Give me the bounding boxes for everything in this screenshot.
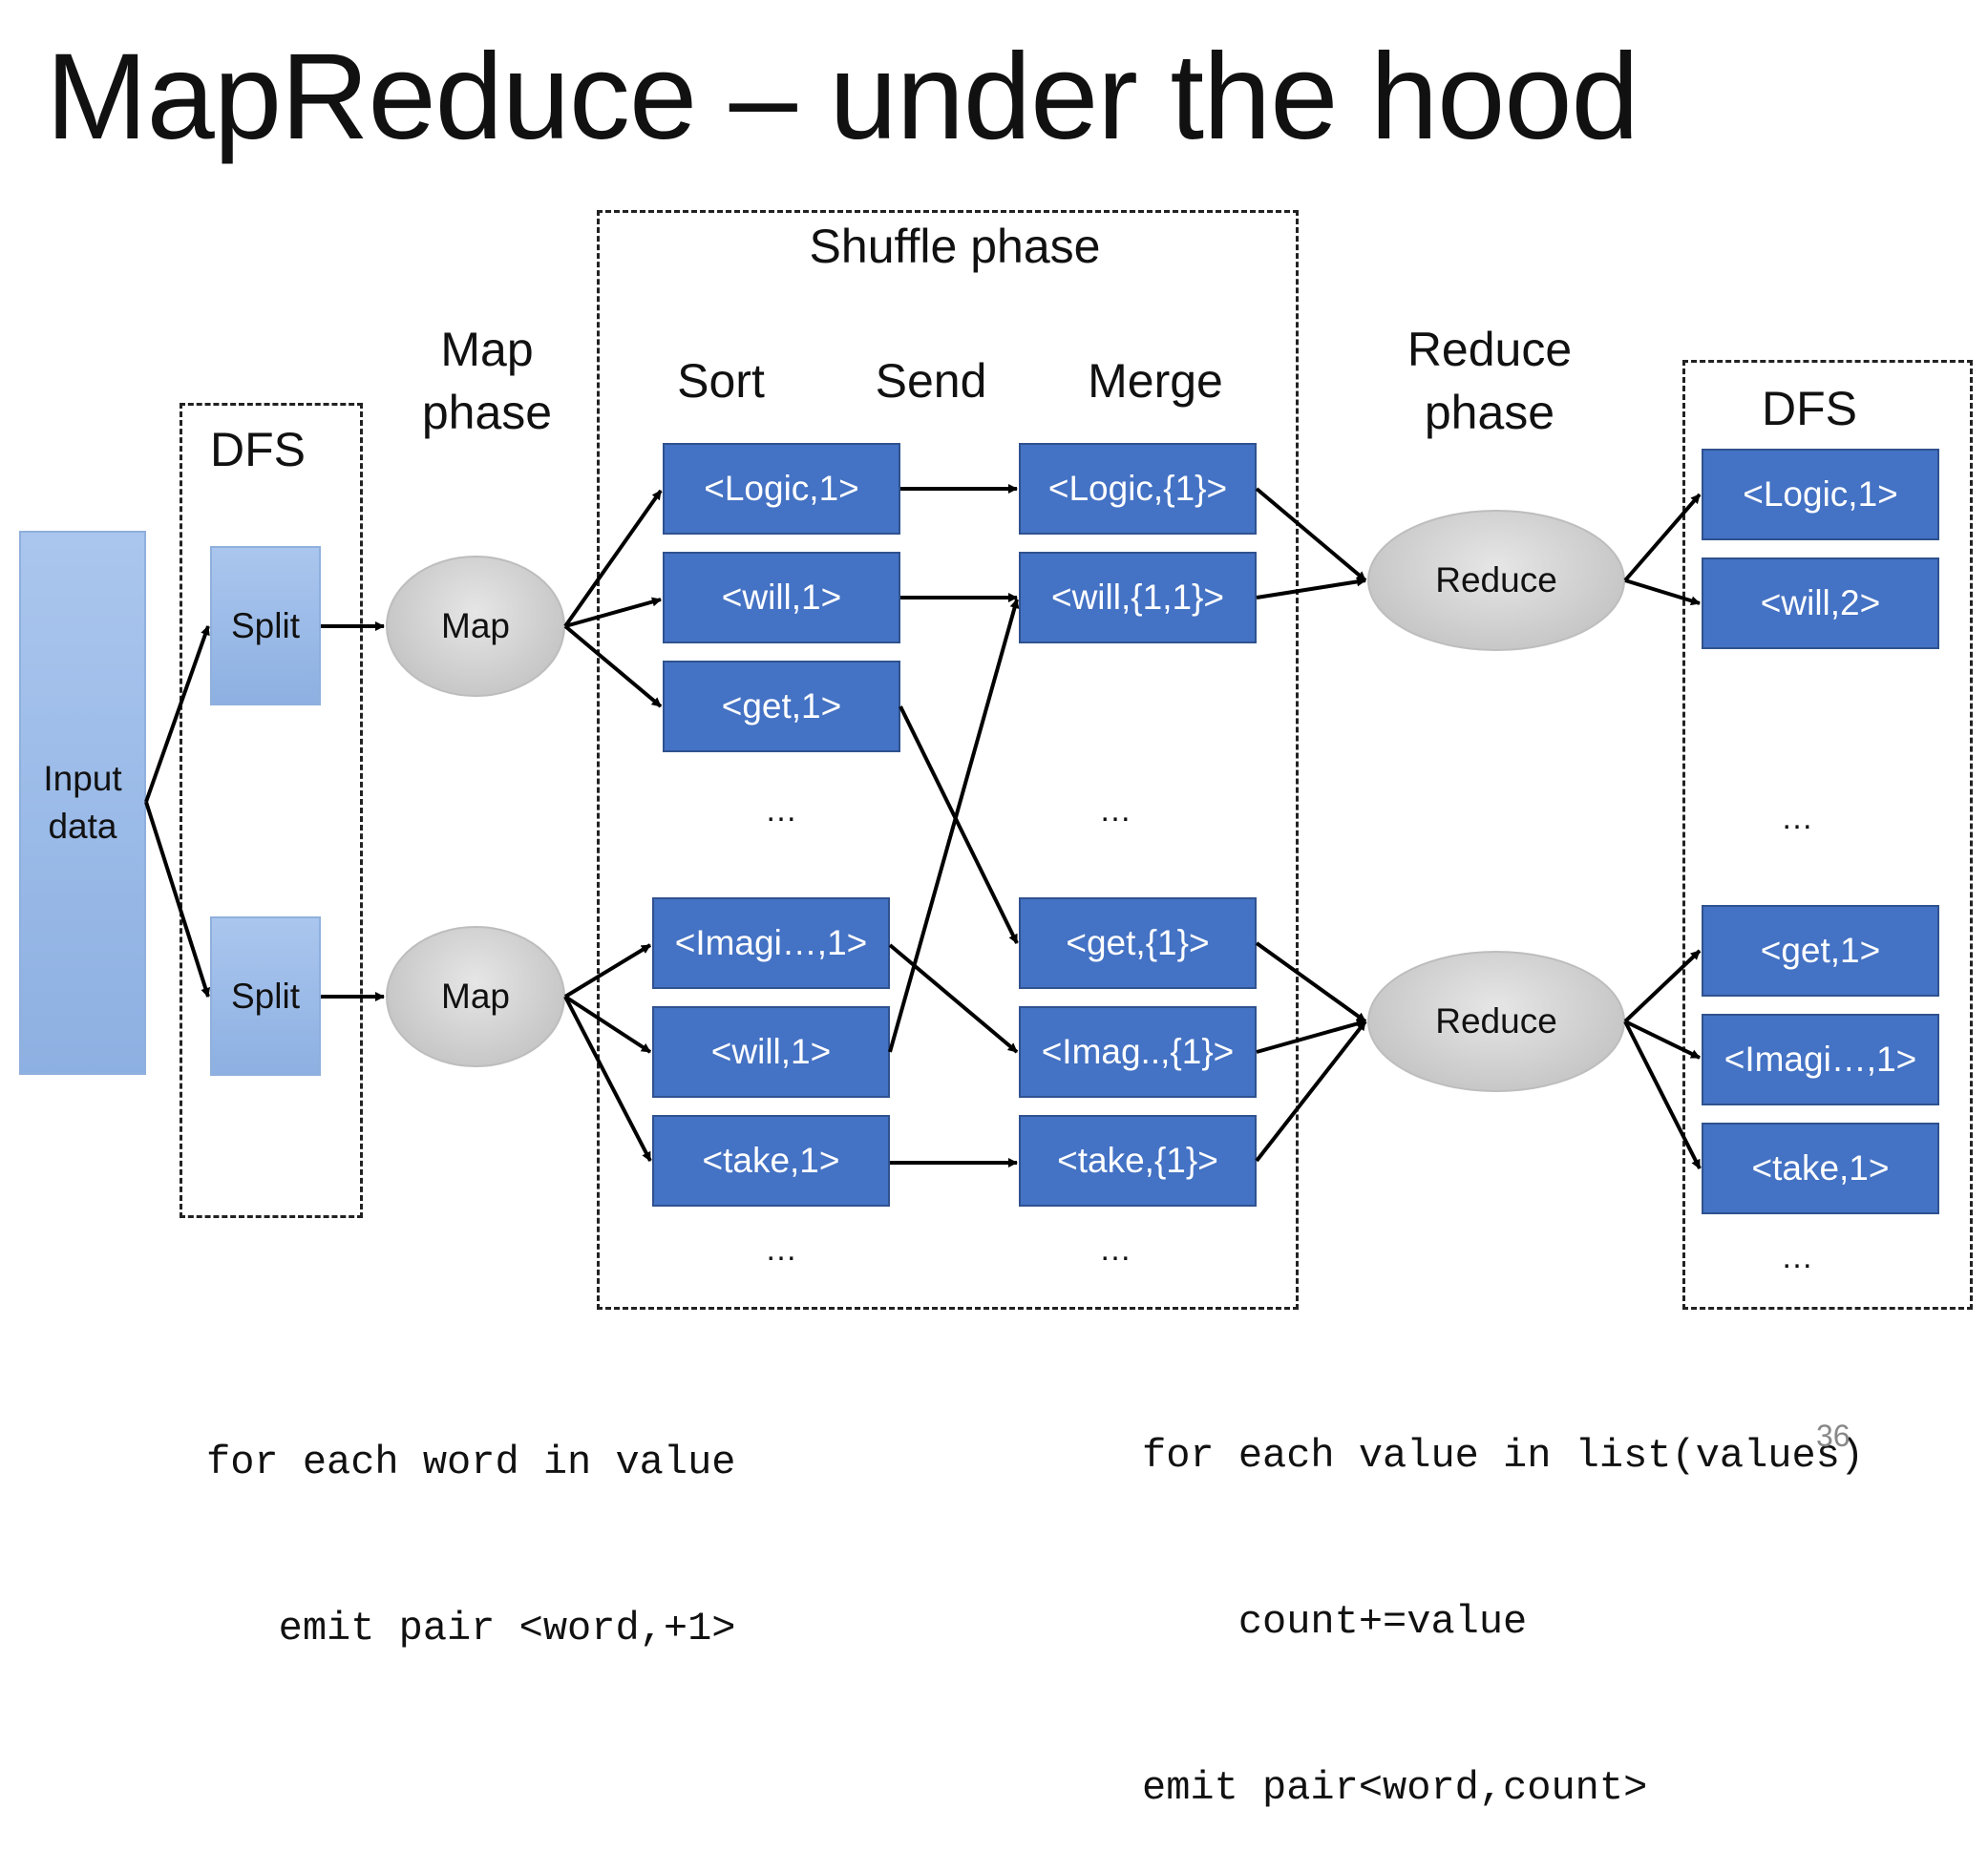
arrow-merge-will-reduce [1256,577,1366,599]
reduce-phase-label: Reduce phase [1385,318,1595,444]
split-block-top: Split [210,546,321,705]
reduce-node-top: Reduce [1367,510,1625,651]
merge-label: Merge [1088,354,1223,408]
split-block-bottom: Split [210,916,321,1076]
arrow-map-will-bottom [563,995,652,1054]
arrow-send-get [899,705,1019,944]
send-label: Send [875,354,987,408]
dfs-input-box [180,403,363,1218]
reduce-phase-line2: phase [1424,386,1555,439]
arrow-map-get [563,624,663,708]
output-pair-will: <will,2> [1702,557,1939,649]
map-code-line2: emit pair <word,+1> [206,1605,736,1651]
merge-pair-get: <get,{1}> [1019,897,1257,989]
output-pair-logic: <Logic,1> [1702,449,1939,540]
output-pair-imagi: <Imagi…,1> [1702,1014,1939,1105]
slide-title: MapReduce – under the hood [46,29,1639,165]
arrow-send-will-cross [888,599,1020,1053]
input-data-block: Input data [19,531,146,1075]
reduce-code-line3: emit pair<word,count> [1142,1764,1648,1811]
sort-top-ellipsis: … [765,792,797,829]
merge-bottom-ellipsis: … [1099,1231,1131,1268]
merge-pair-will: <will,{1,1}> [1019,552,1257,643]
sort-pair-get: <get,1> [663,661,900,752]
arrow-map-logic [563,489,663,628]
sort-label: Sort [677,354,765,408]
arrow-merge-imag-reduce [1256,1019,1366,1054]
arrow-merge-logic-reduce [1255,487,1367,582]
output-pair-get: <get,1> [1702,905,1939,997]
map-phase-line2: phase [421,386,553,439]
arrow-reduce-logic [1623,493,1702,582]
map-phase-label: Map phase [411,318,563,444]
arrow-merge-get-reduce [1255,941,1367,1023]
map-pseudocode: for each word in value emit pair <word,+… [206,1325,736,1713]
shuffle-phase-box [597,210,1299,1310]
flow-arrows [144,484,1702,1169]
dfs-output-box [1682,360,1973,1310]
dfs-output-label: DFS [1762,382,1857,435]
merge-pair-imag: <Imag..,{1}> [1019,1006,1257,1098]
merge-pair-take: <take,{1}> [1019,1115,1257,1207]
arrow-merge-take-reduce [1255,1020,1367,1163]
arrow-map-take [563,996,652,1162]
arrow-input-split-bottom [144,801,211,998]
map-node-top: Map [386,556,565,697]
arrow-input-split-top [144,625,210,803]
arrow-map-will-top [564,597,662,628]
arrow-map-imagi [563,943,652,999]
input-data-line1: Input [43,759,122,799]
sort-pair-take: <take,1> [652,1115,890,1207]
input-data-line2: data [48,807,117,846]
arrow-send-imagi [888,943,1019,1054]
reduce-code-line2: count+=value [1142,1598,1528,1645]
dfs-input-label: DFS [210,423,306,476]
sort-pair-imagi: <Imagi…,1> [652,897,890,989]
merge-top-ellipsis: … [1099,792,1131,829]
map-phase-line1: Map [440,323,534,376]
sort-pair-will-bottom: <will,1> [652,1006,890,1098]
page-number: 36 [1816,1419,1851,1453]
arrow-reduce-take [1623,1020,1702,1169]
arrow-reduce-imagi [1624,1020,1701,1060]
reduce-pseudocode: for each value in list(values) count+=va… [1142,1318,1864,1872]
merge-pair-logic: <Logic,{1}> [1019,443,1257,535]
reduce-code-line1: for each value in list(values) [1142,1432,1865,1479]
output-mid-ellipsis: … [1781,800,1813,836]
map-node-bottom: Map [386,926,565,1067]
sort-pair-will-top: <will,1> [663,552,900,643]
arrow-reduce-get [1623,949,1702,1023]
map-code-line1: for each word in value [206,1439,736,1485]
arrow-reduce-will [1624,578,1701,606]
shuffle-phase-label: Shuffle phase [809,220,1101,273]
reduce-node-bottom: Reduce [1367,951,1625,1092]
output-pair-take: <take,1> [1702,1123,1939,1214]
reduce-phase-line1: Reduce [1406,323,1573,376]
output-bottom-ellipsis: … [1781,1239,1813,1275]
sort-bottom-ellipsis: … [765,1231,797,1268]
sort-pair-logic: <Logic,1> [663,443,900,535]
